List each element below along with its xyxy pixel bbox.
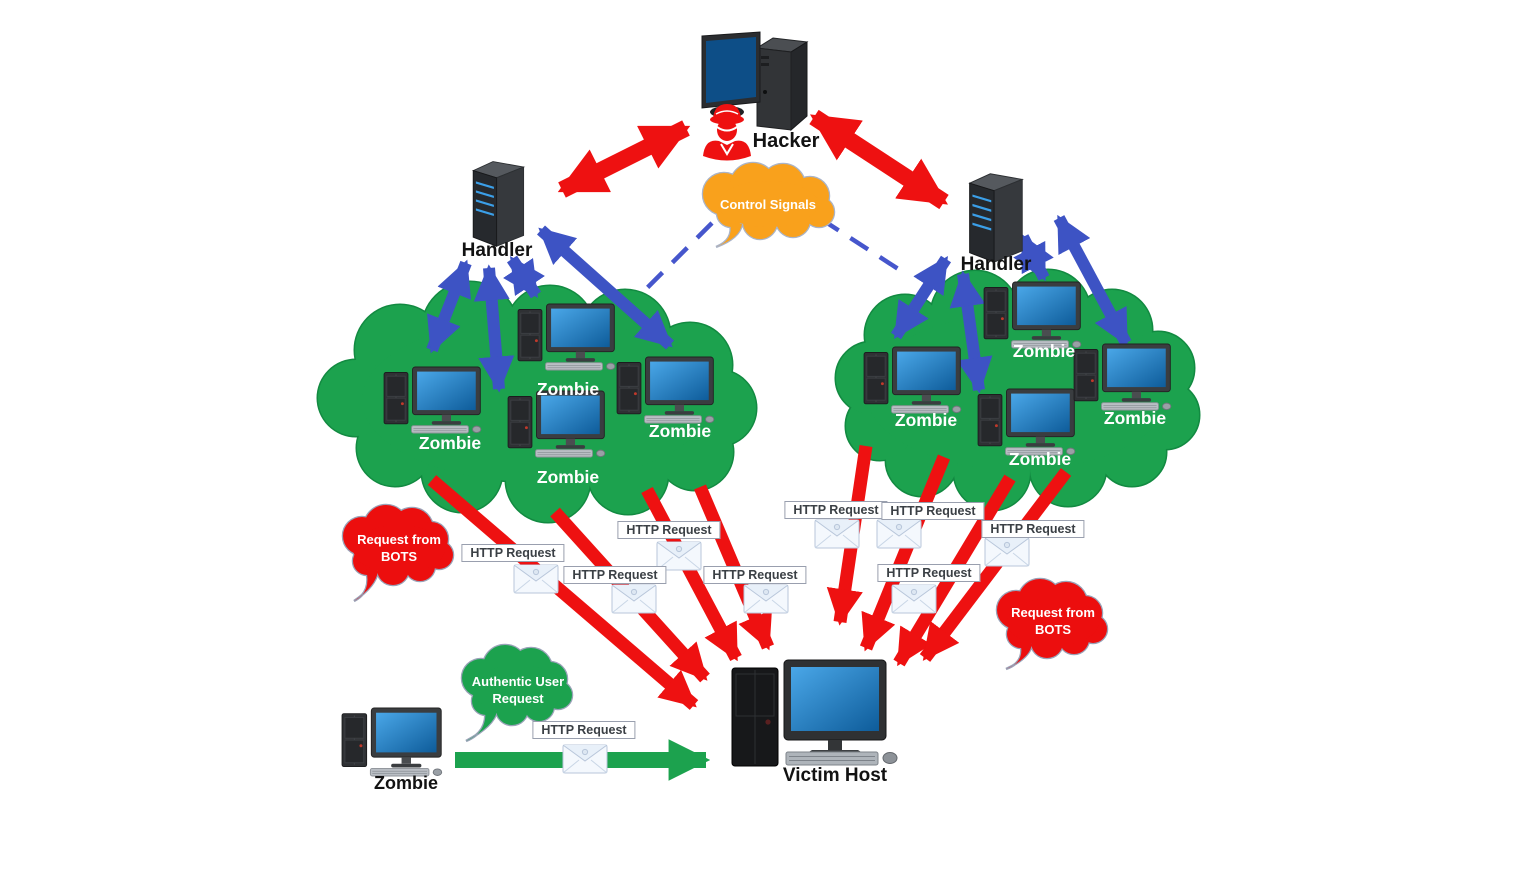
http-request-label: HTTP Request <box>617 521 721 539</box>
envelope-icon <box>984 537 1030 567</box>
control-arrow <box>537 225 674 350</box>
zombie-label: Zombie <box>1103 408 1167 428</box>
http-request-label: HTTP Request <box>784 501 888 519</box>
zombie-label: Zombie <box>418 433 482 453</box>
handler-left-label: Handler <box>461 240 533 261</box>
envelope-icon <box>513 564 559 594</box>
hacker-label: Hacker <box>752 130 820 152</box>
control-signals-text: Control Signals <box>719 197 817 212</box>
zombie-label: Zombie <box>536 467 600 487</box>
command-arrow-right <box>809 109 949 210</box>
control-arrow <box>1053 214 1132 347</box>
request-from-bots-text: Request from BOTS <box>357 532 441 564</box>
authentic-user-request-text: Authentic User Request <box>471 674 565 706</box>
control-signals-dashed-line <box>644 221 714 291</box>
control-arrow <box>503 255 545 299</box>
envelope-icon <box>814 519 860 549</box>
http-request-label: HTTP Request <box>563 566 667 584</box>
zombie-label: Zombie <box>1008 449 1072 469</box>
command-arrow-left <box>557 120 691 198</box>
http-request-label: HTTP Request <box>532 721 636 739</box>
envelope-icon <box>743 584 789 614</box>
envelope-icon <box>891 584 937 614</box>
envelope-icon <box>611 584 657 614</box>
attack-arrow <box>859 454 951 652</box>
envelope-icon <box>876 519 922 549</box>
http-request-label: HTTP Request <box>703 566 807 584</box>
http-request-label: HTTP Request <box>461 544 565 562</box>
control-arrow <box>949 270 993 394</box>
http-request-label: HTTP Request <box>881 502 985 520</box>
http-request-label: HTTP Request <box>877 564 981 582</box>
control-arrow <box>1013 233 1054 282</box>
spy-icon <box>703 104 751 161</box>
zombie-label: Zombie <box>1012 341 1076 361</box>
http-request-label: HTTP Request <box>981 520 1085 538</box>
attack-arrow <box>641 486 742 662</box>
control-arrow <box>473 264 515 393</box>
handler-server-icon <box>472 161 525 247</box>
zombie-label: Zombie <box>894 410 958 430</box>
victim-host-label: Victim Host <box>782 765 888 786</box>
request-from-bots-text: Request from BOTS <box>1011 605 1095 637</box>
envelope-icon <box>562 744 608 774</box>
victim-computer-icon <box>731 659 898 767</box>
attack-arrow <box>427 475 699 710</box>
authentic-user-computer-icon <box>341 707 443 777</box>
control-signals-dashed-line <box>819 217 908 276</box>
control-arrow <box>890 255 952 340</box>
handler-server-icon <box>969 173 1023 263</box>
hacker-computer-icon <box>701 31 809 161</box>
control-arrow <box>426 259 472 354</box>
authentic-user-label: Zombie <box>373 773 439 793</box>
handler-right-label: Handler <box>960 254 1032 275</box>
zombie-label: Zombie <box>536 379 600 399</box>
zombie-label: Zombie <box>648 421 712 441</box>
